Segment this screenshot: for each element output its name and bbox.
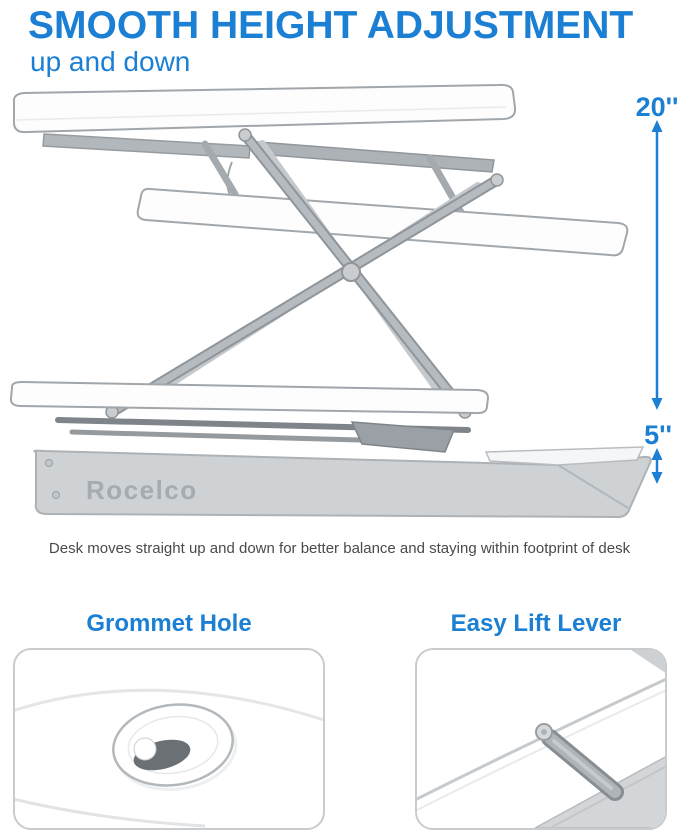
lever-panel — [415, 648, 667, 830]
folded-mechanism — [55, 417, 471, 453]
raised-desktop-surface — [12, 83, 517, 134]
center-pivot-joint — [341, 262, 361, 282]
lever-bracket — [350, 421, 456, 453]
base-screw-2 — [52, 491, 60, 499]
scissor-lift — [105, 128, 504, 419]
base-screw-1 — [45, 459, 53, 467]
base-body — [33, 449, 652, 519]
diagram-caption: Desk moves straight up and down for bett… — [48, 540, 631, 557]
base-fold-line — [557, 464, 629, 509]
measurement-5-label: 5'' — [644, 420, 672, 450]
lowered-desktop-surface — [9, 381, 489, 415]
tray-surface — [136, 187, 629, 257]
arrow-up-20 — [651, 120, 663, 132]
front-arm-right — [108, 176, 501, 416]
grommet-tab — [133, 737, 157, 761]
desk-riser-diagram: Rocelco 20'' 5'' — [9, 83, 679, 519]
page-title: SMOOTH HEIGHT ADJUSTMENT — [28, 4, 634, 47]
grommet-heading: Grommet Hole — [86, 610, 252, 637]
lowered-desktop — [9, 381, 489, 415]
desk-front-edge-line — [15, 797, 206, 828]
lift-lever-highlight — [552, 739, 613, 790]
lift-lever-illustration — [417, 650, 665, 828]
arrow-up-5 — [651, 448, 663, 460]
grommet-inner-rim — [127, 715, 219, 775]
desk-edge-line — [417, 678, 665, 801]
base-platform: Rocelco — [33, 446, 652, 519]
frame-bar-left — [42, 133, 251, 159]
arrow-down-5 — [651, 472, 663, 484]
joint-top-left — [238, 128, 252, 142]
lowered-tray-surface — [484, 446, 645, 466]
tray-bracket-left — [201, 140, 239, 198]
corner-bracket — [631, 650, 665, 673]
lever-pivot-center — [541, 729, 547, 735]
page-subtitle: up and down — [30, 46, 191, 77]
raised-desktop — [12, 83, 517, 134]
grommet-panel — [13, 648, 325, 830]
brand-logo-text: Rocelco — [86, 475, 198, 505]
grommet-hole-illustration — [15, 688, 323, 828]
joint-top-right — [490, 173, 504, 187]
keyboard-tray-raised — [136, 140, 629, 257]
measurement-20-label: 20'' — [636, 92, 679, 122]
lever-heading: Easy Lift Lever — [450, 610, 622, 637]
desk-back-edge-line — [15, 688, 323, 722]
arrow-down-20 — [651, 398, 663, 410]
raised-desktop-edge-line — [15, 106, 507, 121]
frame-bar-right — [255, 141, 495, 173]
measurement-annotations: 20'' 5'' — [636, 92, 679, 484]
desk-edge-shadow-line — [417, 689, 665, 812]
